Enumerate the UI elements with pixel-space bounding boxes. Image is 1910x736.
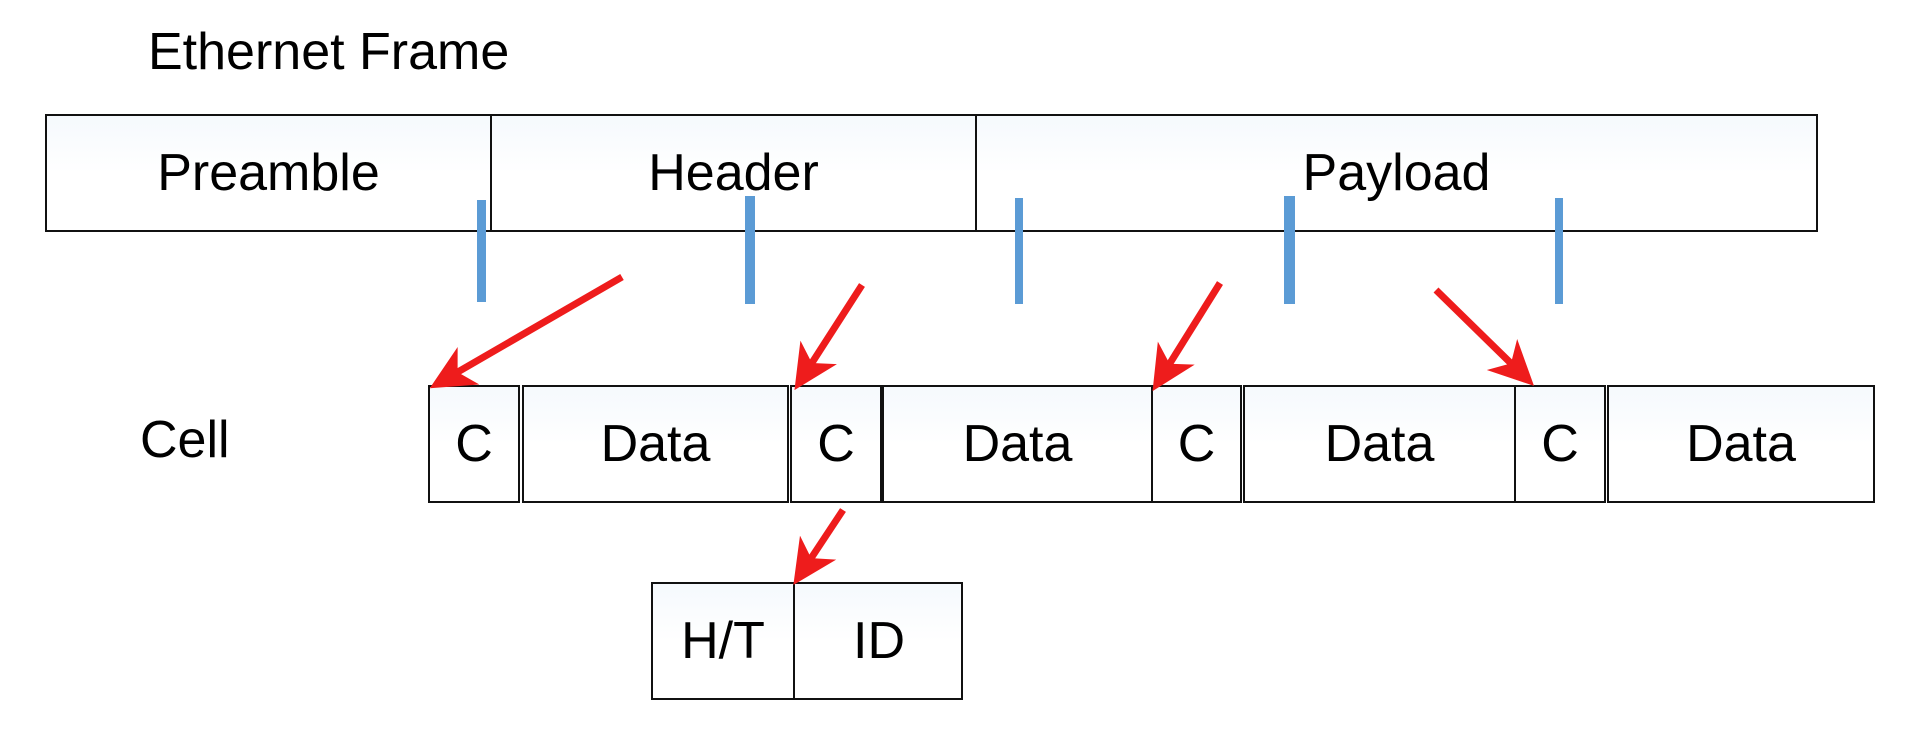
cell-box-label: C [1177,415,1216,473]
frame-divider-header-payload [975,116,977,230]
cell-box-control-1: C [428,385,520,503]
mapping-arrow-3 [1152,281,1223,392]
cell-box-label: C [455,415,493,473]
cell-header-field-id: ID [795,584,963,698]
frame-segment-label: Preamble [157,144,380,202]
cell-box-label: C [1541,415,1579,473]
mapping-arrow-5 [793,508,846,586]
frame-segment-payload: Payload [977,116,1816,230]
cell-box-data-3: Data [1243,385,1516,503]
cell-header-field-label: ID [853,612,905,670]
ethernet-frame-row: Preamble Header Payload [45,114,1818,232]
cell-box-label: C [817,415,855,473]
cell-box-label: Data [600,415,711,473]
frame-segment-label: Header [648,144,819,202]
frame-divider-preamble-header [490,116,492,230]
cell-box-label: Data [962,415,1073,473]
cell-box-control-3: C [1151,385,1242,503]
cell-box-control-4: C [1514,385,1606,503]
cell-header-detail-row: H/T ID [651,582,963,700]
mapping-arrow-2 [794,283,865,391]
segmentation-tick-icon-1 [477,200,486,302]
segmentation-tick-icon-2 [745,196,755,304]
page-title: Ethernet Frame [148,23,510,81]
frame-segment-header: Header [492,116,975,230]
cell-box-data-1: Data [522,385,789,503]
cell-box-control-2: C [790,385,882,503]
cell-header-divider [793,584,795,698]
cell-box-data-2: Data [882,385,1153,503]
cell-header-field-head-tail: H/T [653,584,793,698]
frame-segment-label: Payload [1302,144,1491,202]
mapping-arrow-1 [429,273,624,389]
segmentation-tick-icon-5 [1555,198,1563,304]
cell-header-field-label: H/T [681,612,765,670]
segmentation-tick-icon-4 [1284,196,1295,304]
frame-segment-preamble: Preamble [47,116,490,230]
segmentation-tick-icon-3 [1015,198,1023,304]
cell-box-label: Data [1686,415,1796,473]
cell-box-data-4: Data [1607,385,1875,503]
cell-row: C Data C Data C Data C Data [428,385,1875,503]
cell-box-label: Data [1324,415,1435,473]
cell-row-label: Cell [140,411,230,469]
mapping-arrow-4 [1433,287,1535,386]
